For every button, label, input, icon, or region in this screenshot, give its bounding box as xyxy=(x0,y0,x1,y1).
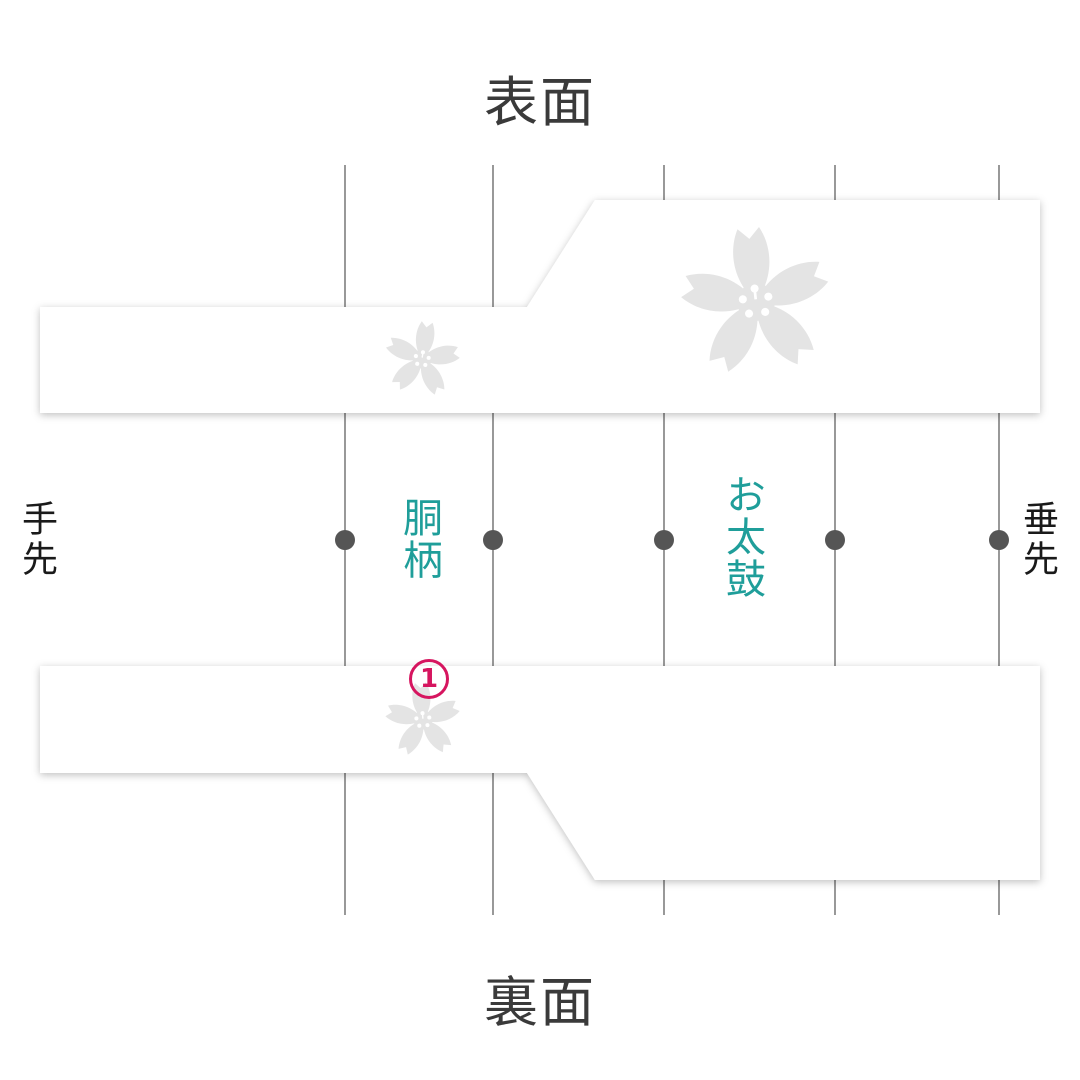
fold-dot-icon xyxy=(989,530,1009,550)
back-side-heading: 裏面 xyxy=(484,971,596,1034)
right-end-label: 垂先 xyxy=(1017,500,1058,580)
circled-number-icon: 1 xyxy=(409,659,449,699)
fold-dot-icon xyxy=(483,530,503,550)
front-side-heading: 表面 xyxy=(484,71,596,134)
body-pattern-label: 胴柄 xyxy=(396,497,442,581)
fold-dot-icon xyxy=(654,530,674,550)
obi-front-band xyxy=(40,200,1040,413)
left-end-label: 手先 xyxy=(16,500,57,580)
obi-back-band xyxy=(40,666,1040,880)
fold-dot-icon xyxy=(825,530,845,550)
taiko-label: お太鼓 xyxy=(719,474,765,600)
fold-dot-icon xyxy=(335,530,355,550)
